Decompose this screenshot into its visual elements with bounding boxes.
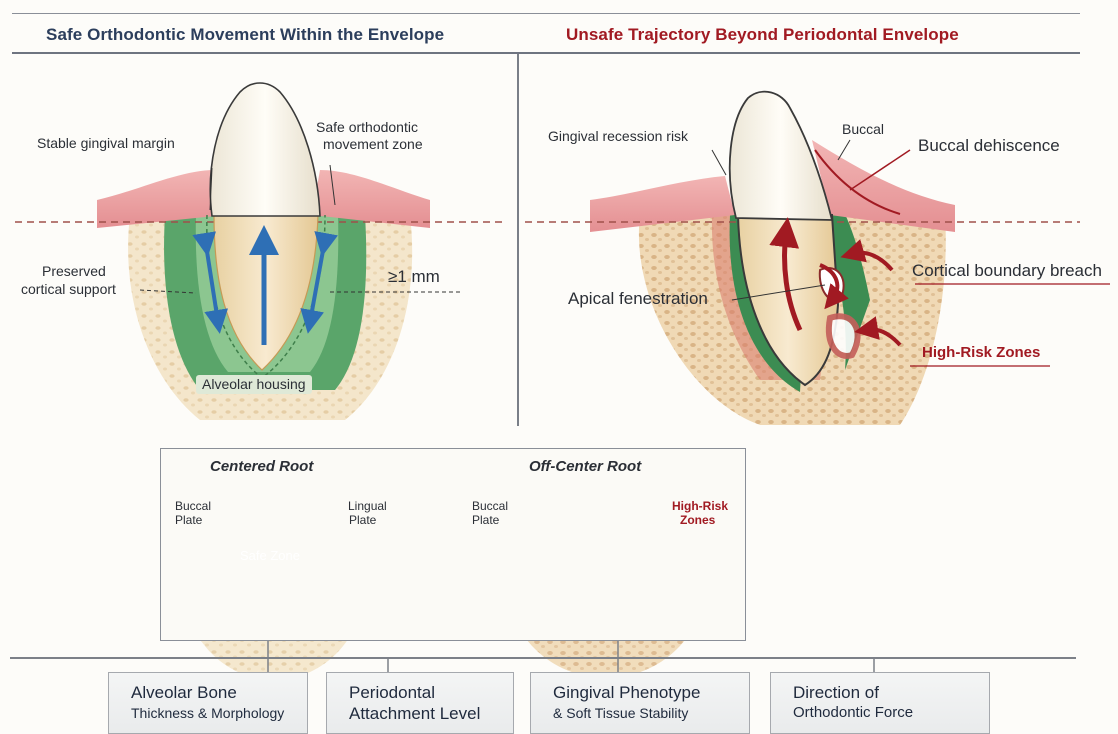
apical-fenestration-label: Apical fenestration <box>568 290 708 307</box>
alveolar-housing-label: Alveolar housing <box>196 375 312 394</box>
factor-box-force-direction: Direction of Orthodontic Force <box>770 672 990 734</box>
high-risk-zones-label: High-Risk Zones <box>922 344 1040 361</box>
centered-lingual-plate-line1: Lingual <box>348 500 387 513</box>
safe-zone-label-line2: movement zone <box>323 136 423 153</box>
factor-title: Alveolar Bone <box>131 683 307 703</box>
factor-box-gingival-phenotype: Gingival Phenotype & Soft Tissue Stabili… <box>530 672 750 734</box>
root-position-inset <box>160 448 746 641</box>
centered-buccal-plate-line2: Plate <box>175 514 202 527</box>
factor-subtitle: Thickness & Morphology <box>131 703 307 723</box>
buccal-label: Buccal <box>842 121 884 138</box>
preserved-label-line1: Preserved <box>42 263 106 280</box>
gingival-recession-label: Gingival recession risk <box>548 128 688 145</box>
offcenter-risk-line2: Zones <box>680 514 715 527</box>
stable-gingival-margin-label: Stable gingival margin <box>37 135 175 152</box>
factor-box-periodontal: Periodontal Attachment Level <box>326 672 514 734</box>
factor-box-alveolar-bone: Alveolar Bone Thickness & Morphology <box>108 672 308 734</box>
factor-title: Direction of <box>793 683 989 703</box>
factor-title: Periodontal <box>349 683 513 703</box>
centered-root-heading: Centered Root <box>210 458 313 475</box>
preserved-label-line2: cortical support <box>21 281 116 298</box>
offcenter-risk-line1: High-Risk <box>672 500 728 513</box>
offcenter-buccal-plate-line2: Plate <box>472 514 499 527</box>
buccal-dehiscence-label: Buccal dehiscence <box>918 137 1060 154</box>
centered-lingual-plate-line2: Plate <box>349 514 376 527</box>
factor-subtitle: Attachment Level <box>349 703 513 725</box>
safe-zone-label-line1: Safe orthodontic <box>316 119 418 136</box>
factor-title: Gingival Phenotype <box>553 683 749 703</box>
min-thickness-label: ≥1 mm <box>388 268 440 285</box>
factor-subtitle: Orthodontic Force <box>793 703 989 723</box>
offcenter-buccal-plate-line1: Buccal <box>472 500 508 513</box>
offcenter-root-heading: Off-Center Root <box>529 458 641 475</box>
safe-zone-label: Safe Zone <box>240 549 300 562</box>
cortical-boundary-breach-label: Cortical boundary breach <box>912 262 1102 279</box>
centered-buccal-plate-line1: Buccal <box>175 500 211 513</box>
factor-subtitle: & Soft Tissue Stability <box>553 703 749 723</box>
